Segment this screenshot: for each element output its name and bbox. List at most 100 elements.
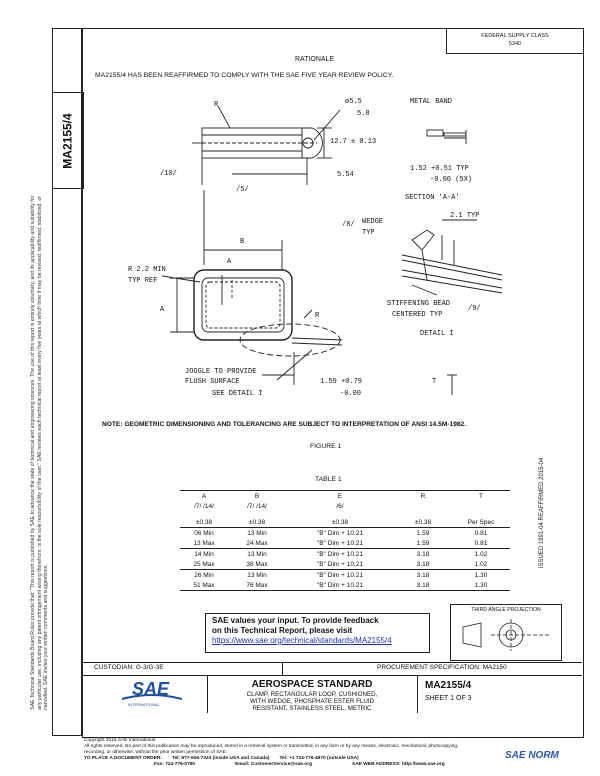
procurement: PROCUREMENT SPECIFICATION: MA2150: [377, 664, 507, 671]
figure-label: FIGURE 1: [310, 443, 342, 450]
email: Email: CustomerService@sae.org: [235, 762, 313, 767]
rationale-title: RATIONALE: [295, 56, 335, 63]
label-typref: TYP REF: [128, 277, 158, 285]
title-doc-id: MA2155/4: [425, 680, 472, 691]
feedback-link[interactable]: https://www.sae.org/technical/standards/…: [212, 636, 392, 645]
label-ref10: /10/: [160, 170, 177, 178]
cell: 26 Min: [194, 571, 214, 579]
col-ref: /6/: [336, 502, 344, 510]
cell: 14 Min: [194, 550, 214, 558]
cell: 13 Min: [247, 550, 267, 558]
label-a-dim: A: [160, 306, 165, 314]
detail-circle: [239, 323, 341, 357]
cell: 13 Min: [247, 529, 267, 537]
tel-intl: Tel: +1 724-776-4970 (outside USA): [279, 756, 359, 761]
projection-symbol-icon: [462, 619, 551, 651]
table-tol-row: ±0.38 ±0.38 ±0.38 ±0.38 Per Spec: [180, 517, 510, 528]
issued-vertical-box: ISSUED 1991-04 REAFFIRMED 2015-04: [539, 430, 581, 600]
col-tol: ±0.38: [248, 518, 266, 526]
rights-line2: recording, or otherwise, without the pri…: [84, 750, 228, 755]
cell: 25 Max: [193, 560, 215, 568]
col-header: B: [254, 492, 260, 500]
cell: 1.30: [474, 571, 488, 579]
col-ref: [394, 501, 452, 511]
label-1-52: 1.52 +0.51 TYP: [410, 165, 469, 173]
col-header: A: [201, 492, 207, 500]
cell: 3.18: [416, 571, 430, 579]
footer: Copyright 2015 SAE International All rig…: [84, 738, 584, 768]
label-1-59b: -0.00: [340, 390, 362, 398]
feedback-box: SAE values your input. To provide feedba…: [205, 613, 430, 653]
loop-outer: [193, 269, 293, 341]
left-margin: [52, 28, 82, 736]
col-tol: Per Spec: [467, 518, 495, 526]
custodian: CUSTODIAN: G-3/G-3E: [94, 664, 164, 671]
cell: 1.02: [474, 560, 488, 568]
feedback-line1: SAE values your input. To provide feedba…: [212, 616, 379, 625]
rationale-text: MA2155/4 HAS BEEN REAFFIRMED TO COMPLY W…: [95, 72, 394, 79]
rights-line1: All rights reserved. No part of this pub…: [84, 744, 459, 749]
desc-line1: CLAMP, RECTANGULAR LOOP, CUSHIONED,: [246, 691, 378, 698]
sheet-number: SHEET 1 OF 3: [425, 695, 472, 702]
cell: 1.30: [474, 581, 488, 589]
third-angle-label: THIRD ANGLE PROJECTION: [471, 607, 541, 613]
table-title: TABLE 1: [315, 476, 342, 483]
label-2-1: 2.1 TYP: [450, 212, 480, 220]
cell: 76 Max: [246, 581, 268, 589]
col-header: E: [337, 492, 343, 500]
cell: "B" Dim + 10.21: [317, 550, 363, 558]
cell: 3.18: [416, 560, 430, 568]
title-block: SAE INTERNATIONAL AEROSPACE STANDARD CLA…: [82, 675, 582, 713]
feedback-line2: on this Technical Report, please visit: [212, 626, 353, 635]
label-12-7: 12.7 ± 0.13: [330, 138, 377, 146]
label-joggle: JOGGLE TO PROVIDE: [185, 368, 257, 376]
label-1-52b: -0.00 (5X): [430, 176, 473, 184]
label-t: T: [432, 378, 437, 386]
cell: 1.59: [416, 529, 430, 537]
label-metal-band: METAL BAND: [410, 98, 453, 106]
label-diameter: ø5.5: [345, 98, 362, 106]
label-diameter-2: 5.8: [357, 110, 370, 118]
logo-text: SAE: [132, 679, 170, 699]
cell: "B" Dim + 10.21: [317, 581, 363, 589]
cell: 0.81: [474, 529, 488, 537]
desc-line2: WITH WEDGE, PHOSPHATE ESTER FLUID: [250, 698, 374, 705]
sae-logo-icon: [121, 694, 183, 700]
third-angle-box: THIRD ANGLE PROJECTION: [450, 604, 562, 661]
cell: "B" Dim + 10.21: [317, 539, 363, 547]
issued-reaffirmed: ISSUED 1991-04 REAFFIRMED 2015-04: [539, 457, 546, 569]
cell: "B" Dim + 10.21: [317, 571, 363, 579]
label-centered: CENTERED TYP: [392, 311, 443, 319]
cell: 51 Max: [193, 581, 215, 589]
label-r-loop: R: [315, 312, 320, 320]
doc-id-box: MA2155/4: [52, 92, 84, 189]
table-1: A B E R T /7/ /14/ /7/ /14/ /6/ ±0.38 ±0…: [180, 490, 510, 591]
dimension-table: A B E R T /7/ /14/ /7/ /14/ /6/ ±0.38 ±0…: [180, 490, 510, 591]
cell: 24 Max: [246, 539, 268, 547]
label-5-54: 5.54: [337, 171, 354, 179]
col-header: R: [420, 492, 426, 500]
label-detail-i: DETAIL I: [420, 330, 454, 338]
label-stiffening: STIFFENING BEAD: [387, 300, 451, 308]
tel-usa: Tel: 877-606-7323 (inside USA and Canada…: [171, 756, 270, 761]
cell: 3.18: [416, 581, 430, 589]
table-header-row: A B E R T: [180, 490, 510, 502]
label-r-top: R: [214, 101, 219, 109]
table-row: 51 Max 76 Max "B" Dim + 10.21 3.18 1.30: [180, 580, 510, 591]
federal-class-line1: FEDERAL SUPPLY CLASS: [481, 33, 549, 39]
label-b: B: [240, 238, 245, 246]
label-ref9: /9/: [468, 305, 481, 313]
watermark: SAE NORM: [505, 750, 559, 761]
sae-logo: SAE INTERNATIONAL: [121, 679, 183, 709]
col-ref: /7/ /14/: [194, 502, 214, 510]
gdt-note: NOTE: GEOMETRIC DIMENSIONING AND TOLERAN…: [102, 421, 467, 428]
table-ref-row: /7/ /14/ /7/ /14/ /6/: [180, 501, 510, 511]
cell: 38 Max: [246, 560, 268, 568]
col-ref: /7/ /14/: [247, 502, 267, 510]
logo-subtext: INTERNATIONAL: [128, 702, 160, 707]
cell: 13 Max: [193, 539, 215, 547]
label-r22: R 2.2 MIN: [128, 266, 166, 274]
drawing-frame: [82, 28, 584, 738]
